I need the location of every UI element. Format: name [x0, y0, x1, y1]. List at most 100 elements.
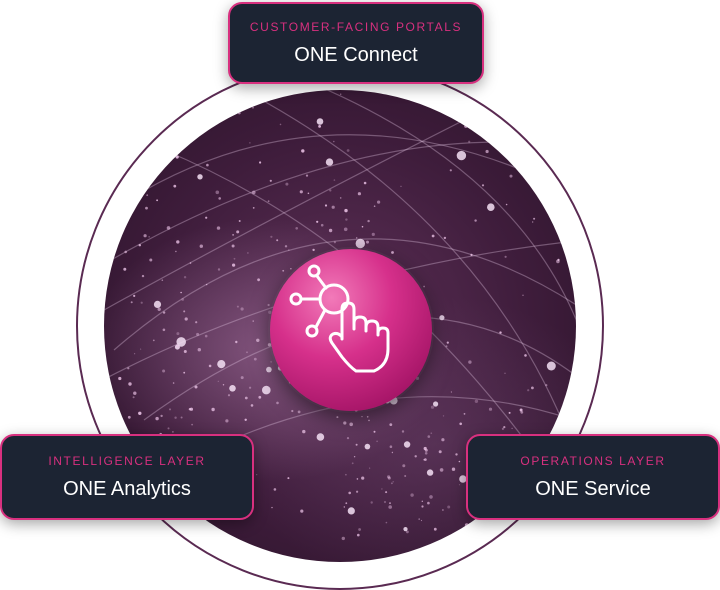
- particle-dot: [439, 315, 445, 321]
- particle-dot: [269, 179, 272, 182]
- particle-dot: [172, 431, 174, 433]
- particle-dot: [266, 366, 272, 373]
- particle-dot: [524, 354, 527, 357]
- particle-dot: [162, 328, 166, 332]
- particle-dot: [518, 524, 521, 527]
- particle-dot: [279, 123, 282, 126]
- particle-dot: [197, 348, 201, 352]
- particle-dot: [481, 184, 485, 187]
- particle-dot: [540, 558, 543, 560]
- particle-dot: [189, 262, 192, 264]
- particle-dot: [141, 274, 145, 278]
- particle-dot: [361, 476, 365, 480]
- particle-dot: [468, 140, 471, 143]
- particle-dot: [531, 386, 534, 390]
- particle-dot: [197, 174, 203, 180]
- particle-dot: [195, 321, 198, 324]
- particle-dot: [244, 418, 247, 421]
- particle-dot: [546, 361, 556, 371]
- particle-dot: [371, 232, 375, 236]
- particle-dot: [409, 90, 412, 93]
- particle-dot: [246, 351, 248, 354]
- particle-dot: [206, 163, 209, 167]
- particle-dot: [391, 451, 394, 454]
- particle-dot: [175, 151, 177, 154]
- particle-dot: [218, 197, 221, 200]
- particle-dot: [346, 437, 350, 440]
- particle-dot: [258, 395, 262, 399]
- particle-dot: [291, 409, 294, 413]
- particle-dot: [138, 411, 142, 415]
- particle-dot: [134, 353, 136, 355]
- particle-dot: [127, 415, 131, 419]
- network-arc: [104, 134, 576, 217]
- particle-dot: [418, 518, 421, 520]
- particle-dot: [302, 429, 306, 434]
- particle-dot: [389, 445, 393, 449]
- particle-dot: [153, 300, 162, 308]
- particle-dot: [160, 414, 163, 418]
- particle-dot: [181, 298, 185, 301]
- particle-dot: [320, 223, 324, 227]
- particle-dot: [225, 419, 229, 423]
- particle-dot: [205, 216, 208, 219]
- particle-dot: [414, 455, 417, 458]
- particle-dot: [345, 218, 348, 221]
- particle-dot: [469, 92, 471, 94]
- particle-dot: [426, 469, 434, 476]
- particle-dot: [505, 203, 508, 206]
- particle-dot: [156, 199, 158, 202]
- particle-dot: [357, 192, 361, 196]
- particle-dot: [508, 411, 511, 414]
- particle-dot: [504, 255, 507, 258]
- particle-dot: [421, 505, 424, 508]
- particle-dot: [253, 357, 257, 361]
- particle-dot: [451, 111, 458, 118]
- particle-dot: [345, 502, 348, 505]
- particle-dot: [256, 338, 260, 342]
- particle-dot: [391, 482, 393, 485]
- particle-dot: [305, 174, 309, 177]
- particle-dot: [429, 495, 433, 499]
- particle-dot: [442, 509, 444, 511]
- particle-dot: [138, 244, 141, 247]
- particle-dot: [369, 467, 371, 469]
- particle-dot: [474, 399, 479, 403]
- card-title: ONE Service: [535, 477, 651, 500]
- particle-dot: [433, 401, 439, 407]
- particle-dot: [358, 528, 361, 531]
- particle-dot: [235, 340, 238, 344]
- particle-dot: [194, 385, 198, 389]
- particle-dot: [157, 149, 159, 151]
- particle-dot: [339, 197, 342, 199]
- particle-dot: [180, 291, 182, 294]
- touch-network-icon: [289, 264, 390, 373]
- particle-dot: [531, 521, 536, 526]
- card-one-analytics[interactable]: INTELLIGENCE LAYER ONE Analytics: [0, 434, 254, 520]
- particle-dot: [262, 385, 271, 395]
- particle-dot: [356, 490, 359, 493]
- particle-dot: [356, 237, 358, 239]
- particle-dot: [427, 435, 431, 438]
- particle-dot: [545, 384, 548, 387]
- card-one-service[interactable]: OPERATIONS LAYER ONE Service: [466, 434, 720, 520]
- particle-dot: [348, 491, 351, 495]
- particle-dot: [318, 125, 321, 128]
- particle-dot: [458, 460, 461, 463]
- particle-dot: [351, 462, 354, 465]
- particle-dot: [175, 344, 180, 348]
- particle-dot: [295, 227, 298, 230]
- particle-dot: [333, 140, 335, 143]
- particle-dot: [533, 217, 536, 220]
- particle-dot: [449, 169, 452, 172]
- particle-dot: [443, 236, 447, 240]
- particle-dot: [240, 307, 244, 311]
- particle-dot: [403, 441, 411, 448]
- particle-dot: [211, 407, 215, 412]
- particle-dot: [199, 244, 203, 248]
- particle-dot: [152, 339, 155, 342]
- card-one-connect[interactable]: CUSTOMER-FACING PORTALS ONE Connect: [228, 2, 484, 84]
- particle-dot: [184, 317, 188, 321]
- particle-dot: [357, 533, 360, 537]
- particle-dot: [285, 182, 289, 186]
